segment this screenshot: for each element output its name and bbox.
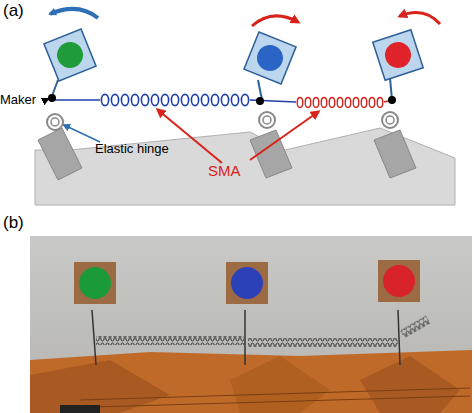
marker-stem bbox=[52, 80, 58, 96]
joint-dot bbox=[256, 97, 264, 105]
part-label: Elastic hinge bbox=[95, 142, 169, 156]
photo-background bbox=[30, 236, 472, 413]
photo-marker bbox=[226, 262, 268, 304]
support-wedge bbox=[250, 130, 292, 178]
leader-line bbox=[44, 99, 48, 101]
photo-marker bbox=[74, 262, 116, 304]
joint-dot bbox=[388, 96, 396, 104]
sma-wire bbox=[55, 99, 100, 101]
elastic-hinge bbox=[386, 116, 394, 124]
chip bbox=[60, 405, 100, 413]
rotation-arrow bbox=[400, 12, 440, 24]
sma-spring bbox=[100, 93, 250, 107]
photo-wire bbox=[244, 310, 246, 365]
joint-dot bbox=[48, 94, 56, 102]
marker bbox=[44, 29, 96, 81]
circuit-board bbox=[360, 356, 460, 413]
part-label: (a) bbox=[3, 2, 24, 21]
elastic-hinge bbox=[259, 112, 275, 128]
part-label: Maker bbox=[0, 93, 36, 107]
part-label: (b) bbox=[3, 214, 24, 233]
rotation-arrow bbox=[50, 9, 98, 18]
elastic-hinge bbox=[47, 114, 63, 130]
elastic-hinge bbox=[51, 118, 59, 126]
leader-line bbox=[250, 112, 318, 160]
marker bbox=[373, 30, 423, 80]
elastic-hinge bbox=[263, 116, 271, 124]
photo-marker bbox=[378, 260, 420, 302]
sma-spring bbox=[296, 96, 384, 109]
rotation-arrow bbox=[252, 16, 298, 26]
photo-spring bbox=[248, 338, 398, 347]
photo-spring bbox=[400, 316, 430, 339]
photo-wire bbox=[92, 310, 96, 365]
base-block bbox=[35, 128, 455, 205]
photo-wire bbox=[398, 310, 400, 365]
part-label: SMA bbox=[208, 163, 241, 180]
marker bbox=[244, 32, 296, 84]
board-trace bbox=[60, 396, 470, 408]
support-wedge bbox=[38, 128, 82, 180]
photo-spring bbox=[96, 336, 244, 345]
support-wedge bbox=[374, 130, 416, 178]
leader-line bbox=[64, 125, 100, 142]
elastic-hinge bbox=[382, 112, 398, 128]
